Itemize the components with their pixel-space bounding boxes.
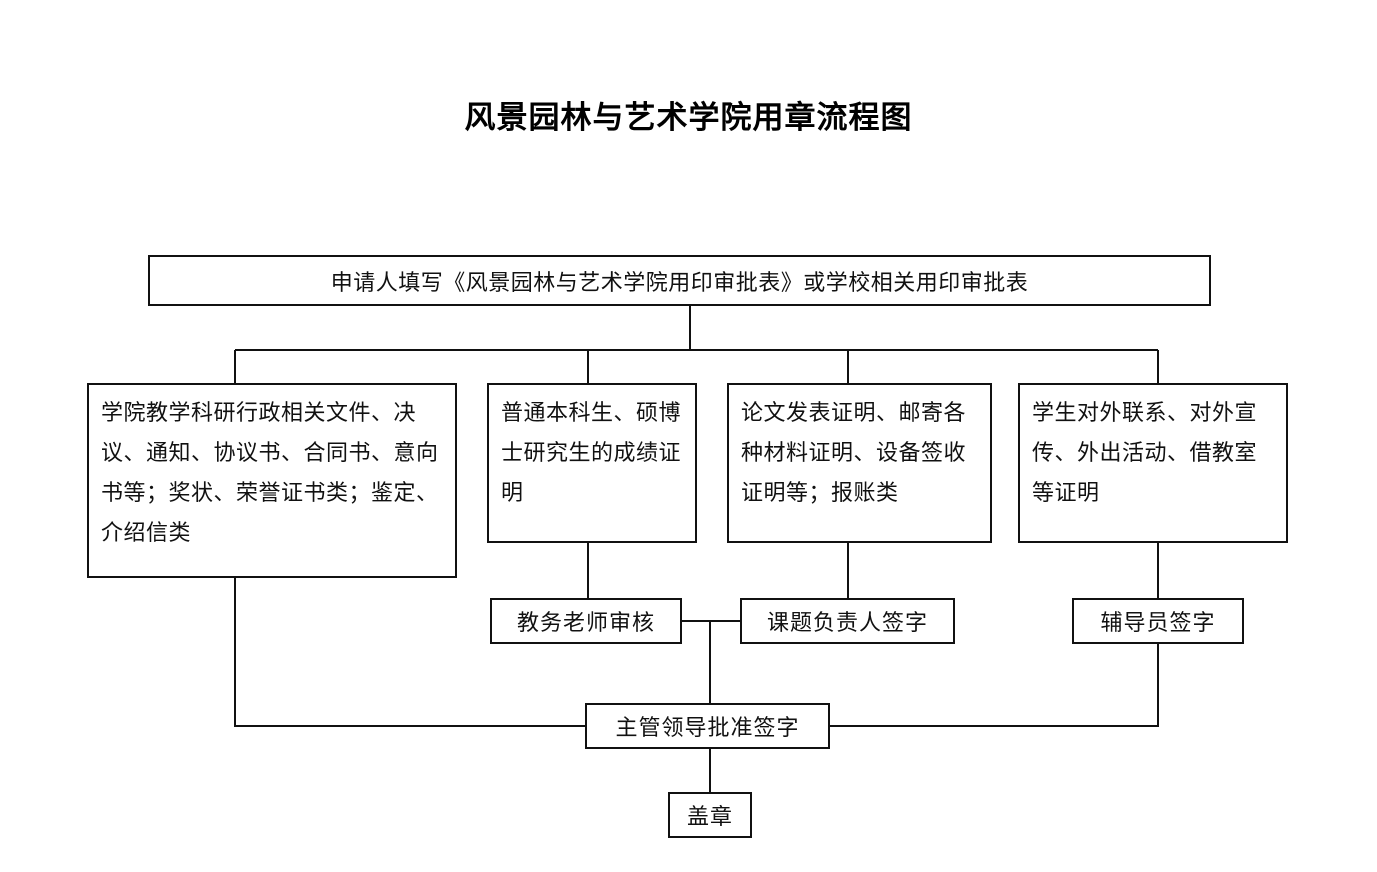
edge-counselor-to-director [830,644,1160,728]
node-apply: 申请人填写《风景园林与艺术学院用印审批表》或学校相关用印审批表 [148,255,1211,306]
node-category-1-label: 学院教学科研行政相关文件、决议、通知、协议书、合同书、意向书等；奖状、荣誉证书类… [101,400,439,545]
node-category-1: 学院教学科研行政相关文件、决议、通知、协议书、合同书、意向书等；奖状、荣誉证书类… [87,383,457,578]
page-title: 风景园林与艺术学院用章流程图 [464,100,913,136]
node-seal-label: 盖章 [686,804,733,829]
node-category-4: 学生对外联系、对外宣传、外出活动、借教室等证明 [1018,383,1288,543]
node-project-leader-sign: 课题负责人签字 [740,598,955,644]
node-director-approval: 主管领导批准签字 [585,703,830,749]
node-seal: 盖章 [668,792,752,838]
node-apply-label: 申请人填写《风景园林与艺术学院用印审批表》或学校相关用印审批表 [330,269,1029,295]
node-academic-review-label: 教务老师审核 [516,610,655,635]
node-academic-review: 教务老师审核 [490,598,682,644]
node-counselor-sign: 辅导员签字 [1072,598,1244,644]
node-counselor-sign-label: 辅导员签字 [1100,610,1216,635]
node-project-leader-sign-label: 课题负责人签字 [766,610,928,635]
node-category-4-label: 学生对外联系、对外宣传、外出活动、借教室等证明 [1032,400,1258,505]
edge-category-1-to-director [233,578,585,728]
node-category-2-label: 普通本科生、硕博士研究生的成绩证明 [501,400,682,505]
node-category-2: 普通本科生、硕博士研究生的成绩证明 [487,383,697,543]
node-category-3: 论文发表证明、邮寄各种材料证明、设备签收证明等；报账类 [727,383,992,543]
node-director-approval-label: 主管领导批准签字 [615,715,800,740]
node-category-3-label: 论文发表证明、邮寄各种材料证明、设备签收证明等；报账类 [741,400,967,505]
